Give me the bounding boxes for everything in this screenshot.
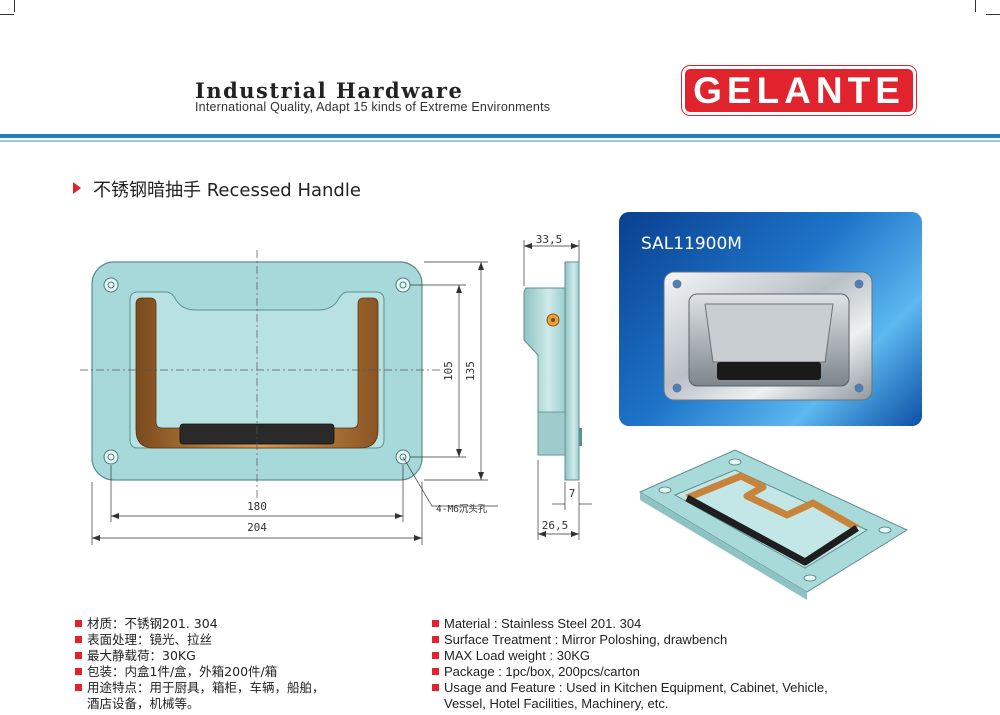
section-title: 不锈钢暗抽手 Recessed Handle	[93, 180, 361, 201]
spec-en-item: Usage and Feature : Used in Kitchen Equi…	[444, 680, 828, 695]
dimension-lines	[91, 261, 498, 545]
crop-mark	[14, 0, 15, 12]
logo: GELANTE	[682, 66, 916, 115]
dim-26-5-label: 26,5	[542, 519, 569, 532]
dimension-arrows	[92, 262, 484, 541]
spec-bullet-icon	[75, 684, 82, 691]
logo-text: GELANTE	[693, 70, 905, 111]
hole-note-label: 4-M6沉头孔	[436, 503, 488, 515]
spec-en-item: Vessel, Hotel Facilities, Machinery, etc…	[444, 696, 669, 711]
spec-en-item: Surface Treatment : Mirror Poloshing, dr…	[444, 632, 728, 647]
header-divider-light	[0, 140, 1000, 142]
spec-en-item: MAX Load weight : 30KG	[444, 648, 590, 663]
product-photo	[619, 212, 922, 426]
spec-bullet-icon	[75, 636, 82, 643]
crop-mark	[0, 14, 14, 15]
dim-7-label: 7	[569, 487, 576, 500]
crop-mark	[975, 0, 976, 12]
spec-en-item: Package : 1pc/box, 200pcs/carton	[444, 664, 640, 679]
spec-bullet-icon	[432, 652, 439, 659]
brand-title: Industrial Hardware	[195, 78, 464, 103]
front-view-handle	[135, 297, 379, 449]
crop-mark	[986, 14, 1000, 15]
tagline: International Quality, Adapt 15 kinds of…	[195, 100, 551, 114]
dim-204-label: 204	[247, 521, 267, 534]
spec-bullet-icon	[432, 620, 439, 627]
side-view	[523, 261, 582, 481]
model-label: SAL11900M	[641, 234, 742, 254]
spec-cn-item: 用途特点：用于厨具，箱柜，车辆，船舶，	[87, 680, 325, 695]
spec-cn-item: 酒店设备，机械等。	[87, 696, 200, 711]
side-dimension-arrows	[524, 243, 579, 537]
mounting-holes	[103, 277, 411, 465]
dim-180-label: 180	[247, 500, 267, 513]
spec-bullet-icon	[75, 620, 82, 627]
spec-bullet-icon	[75, 668, 82, 675]
spec-en-item: Material : Stainless Steel 201. 304	[444, 616, 642, 631]
spec-cn-item: 表面处理：镜光、拉丝	[87, 632, 213, 647]
spec-bullet-icon	[75, 652, 82, 659]
spec-cn-item: 材质：不锈钢201. 304	[87, 616, 218, 631]
spec-cn-item: 包装：内盒1件/盒，外箱200件/箱	[87, 664, 278, 679]
product-render	[638, 449, 909, 600]
spec-bullet-icon	[432, 636, 439, 643]
dim-33-5-label: 33,5	[536, 233, 563, 246]
spec-cn-item: 最大静载荷：30KG	[87, 648, 196, 663]
dim-105-label: 105	[442, 361, 455, 381]
spec-bullet-icon	[432, 668, 439, 675]
center-lines	[80, 250, 440, 500]
section-arrow-icon	[73, 182, 81, 194]
dim-135-label: 135	[464, 361, 477, 381]
spec-bullet-icon	[432, 684, 439, 691]
header-divider	[0, 134, 1000, 138]
